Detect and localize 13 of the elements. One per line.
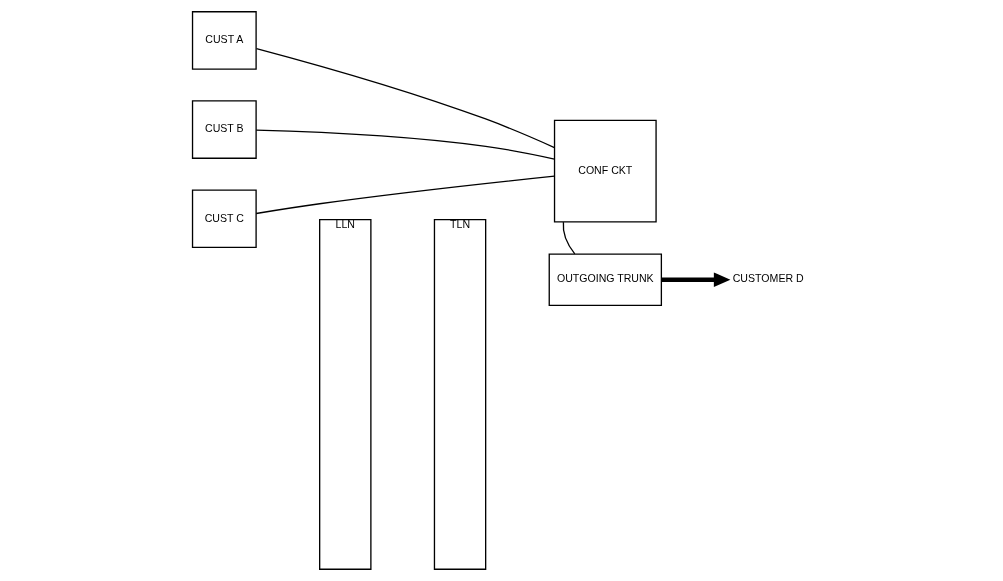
node-box: OUTGOING TRUNK bbox=[548, 253, 662, 306]
node-box: LLN bbox=[318, 219, 372, 570]
node-box: CUST A bbox=[191, 11, 257, 70]
node-box: TLN bbox=[433, 219, 486, 570]
connector bbox=[255, 47, 555, 149]
node-text: CUSTOMER D bbox=[732, 272, 804, 285]
connector bbox=[255, 175, 555, 215]
arrow bbox=[660, 272, 730, 287]
connector bbox=[255, 129, 555, 160]
connector bbox=[562, 221, 575, 255]
node-box: CUST B bbox=[191, 100, 257, 159]
node-box: CUST C bbox=[191, 189, 257, 249]
node-box: CONF CKT bbox=[553, 119, 657, 223]
